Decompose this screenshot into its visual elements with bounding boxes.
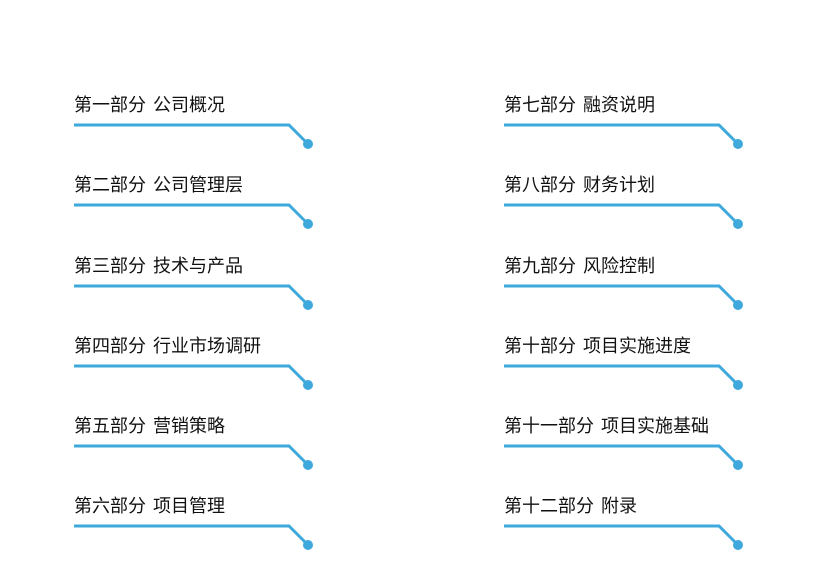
connector-line-with-dot — [74, 524, 313, 550]
toc-item-label: 第十部分项目实施进度 — [504, 336, 691, 358]
toc-item-part-10[interactable]: 第十部分项目实施进度 — [504, 336, 749, 396]
toc-part-title: 技术与产品 — [153, 256, 243, 277]
toc-part-number: 第十二部分 — [504, 496, 594, 517]
toc-part-title: 行业市场调研 — [153, 336, 261, 357]
toc-item-label: 第四部分行业市场调研 — [74, 336, 261, 358]
toc-item-label: 第十一部分项目实施基础 — [504, 416, 709, 438]
connector-line-with-dot — [504, 123, 743, 149]
toc-item-part-11[interactable]: 第十一部分项目实施基础 — [504, 416, 749, 476]
toc-part-number: 第一部分 — [74, 95, 146, 116]
toc-item-part-3[interactable]: 第三部分技术与产品 — [74, 256, 319, 316]
connector-line-with-dot — [74, 203, 313, 229]
connector-line-with-dot — [74, 364, 313, 390]
toc-item-label: 第五部分营销策略 — [74, 416, 225, 438]
toc-item-label: 第二部分公司管理层 — [74, 175, 243, 197]
toc-item-part-4[interactable]: 第四部分行业市场调研 — [74, 336, 319, 396]
connector-line-with-dot — [504, 524, 743, 550]
toc-part-number: 第四部分 — [74, 336, 146, 357]
toc-part-number: 第七部分 — [504, 95, 576, 116]
toc-part-number: 第二部分 — [74, 175, 146, 196]
toc-item-label: 第十二部分附录 — [504, 496, 637, 518]
toc-part-number: 第九部分 — [504, 256, 576, 277]
connector-line-with-dot — [504, 284, 743, 310]
toc-part-number: 第八部分 — [504, 175, 576, 196]
toc-part-number: 第十一部分 — [504, 416, 594, 437]
toc-item-part-6[interactable]: 第六部分项目管理 — [74, 496, 319, 556]
connector-line-with-dot — [504, 364, 743, 390]
toc-part-number: 第十部分 — [504, 336, 576, 357]
toc-item-part-9[interactable]: 第九部分风险控制 — [504, 256, 749, 316]
toc-part-title: 项目管理 — [153, 496, 225, 517]
connector-line-with-dot — [504, 444, 743, 470]
toc-item-part-1[interactable]: 第一部分公司概况 — [74, 95, 319, 155]
toc-part-title: 营销策略 — [153, 416, 225, 437]
toc-part-number: 第三部分 — [74, 256, 146, 277]
toc-item-part-12[interactable]: 第十二部分附录 — [504, 496, 749, 556]
toc-part-title: 财务计划 — [583, 175, 655, 196]
toc-item-part-2[interactable]: 第二部分公司管理层 — [74, 175, 319, 235]
toc-part-title: 融资说明 — [583, 95, 655, 116]
toc-part-number: 第六部分 — [74, 496, 146, 517]
connector-line-with-dot — [74, 123, 313, 149]
toc-part-title: 项目实施基础 — [601, 416, 709, 437]
toc-item-label: 第九部分风险控制 — [504, 256, 655, 278]
toc-part-title: 风险控制 — [583, 256, 655, 277]
connector-line-with-dot — [74, 444, 313, 470]
toc-part-title: 公司管理层 — [153, 175, 243, 196]
toc-item-part-5[interactable]: 第五部分营销策略 — [74, 416, 319, 476]
connector-line-with-dot — [74, 284, 313, 310]
toc-part-title: 附录 — [601, 496, 637, 517]
toc-item-label: 第七部分融资说明 — [504, 95, 655, 117]
connector-line-with-dot — [504, 203, 743, 229]
toc-item-label: 第六部分项目管理 — [74, 496, 225, 518]
toc-item-label: 第三部分技术与产品 — [74, 256, 243, 278]
toc-part-title: 公司概况 — [153, 95, 225, 116]
toc-item-label: 第一部分公司概况 — [74, 95, 225, 117]
toc-item-part-8[interactable]: 第八部分财务计划 — [504, 175, 749, 235]
toc-part-title: 项目实施进度 — [583, 336, 691, 357]
toc-item-label: 第八部分财务计划 — [504, 175, 655, 197]
toc-item-part-7[interactable]: 第七部分融资说明 — [504, 95, 749, 155]
toc-part-number: 第五部分 — [74, 416, 146, 437]
